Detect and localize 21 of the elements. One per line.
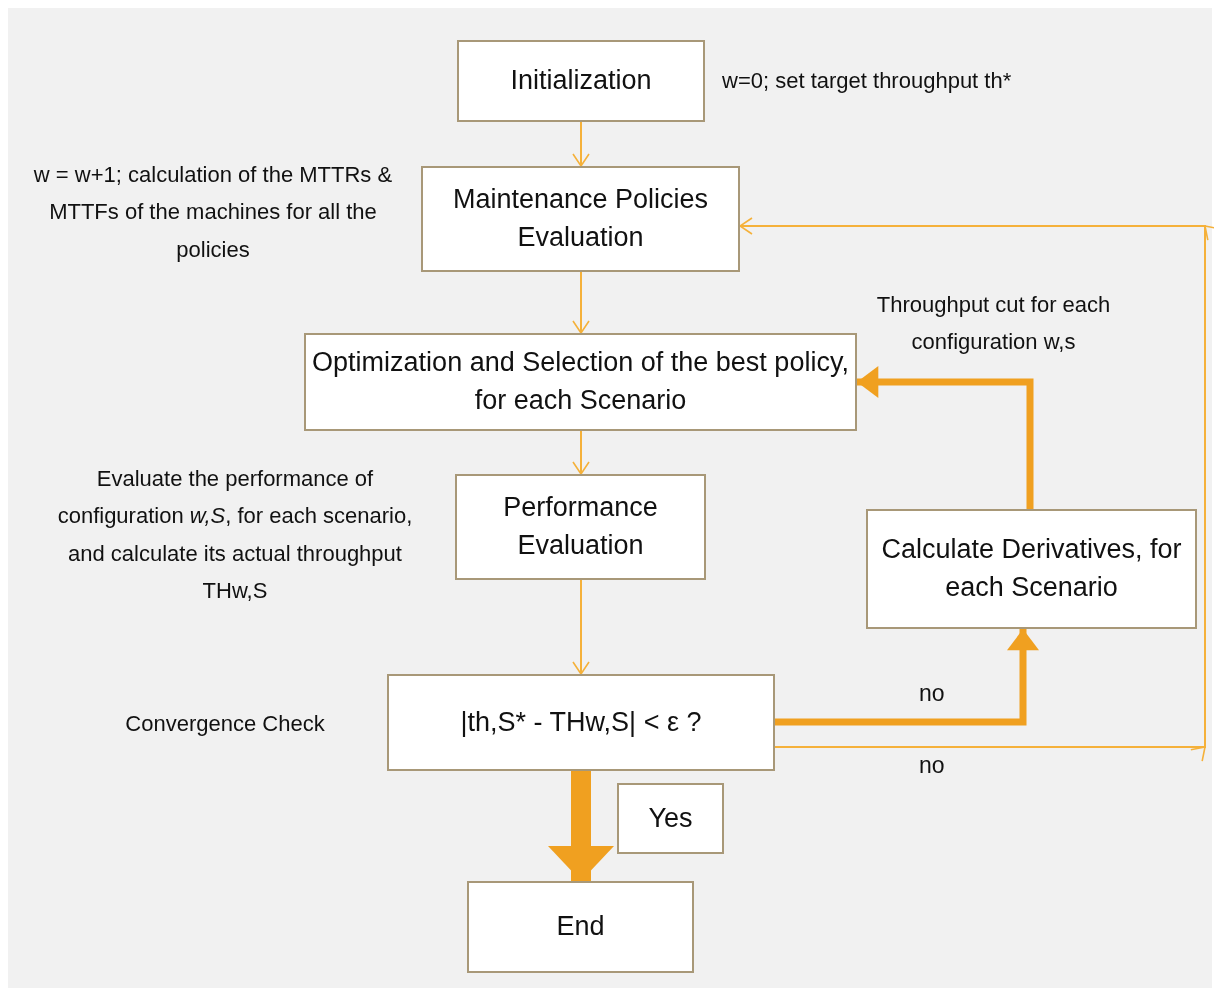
process-box: Calculate Derivatives, for each Scenario — [866, 509, 1197, 629]
annotation-text: w = w+1; calculation of the MTTRs & MTTFs of the machines for all the policies — [32, 161, 394, 264]
process-box: Initialization — [457, 40, 705, 122]
annotation-text: Evaluate the performance of configuration w,S, for each scenario, and calculate its actual throughput THw,S — [56, 465, 414, 606]
arrow — [775, 629, 1039, 726]
arrow — [572, 430, 590, 475]
arrow — [548, 771, 614, 881]
arrow — [739, 217, 1214, 762]
process-box: Performance Evaluation — [455, 474, 706, 580]
annotation-text: Convergence Check — [124, 710, 326, 738]
decision-box: |th,S* - THw,S| < ε ? — [387, 674, 775, 771]
arrow — [572, 271, 590, 334]
label-box: Yes — [617, 783, 724, 854]
arrow — [572, 579, 590, 675]
process-box: Optimization and Selection of the best policy, for each Scenario — [304, 333, 857, 431]
annotation-text: w=0; set target throughput th* — [722, 67, 1013, 95]
annotation-text: Throughput cut for each configuration w,s — [875, 291, 1112, 357]
arrow — [857, 366, 1034, 509]
process-box: Maintenance Policies Evaluation — [421, 166, 740, 272]
end-box: End — [467, 881, 694, 973]
arrow — [572, 121, 590, 167]
